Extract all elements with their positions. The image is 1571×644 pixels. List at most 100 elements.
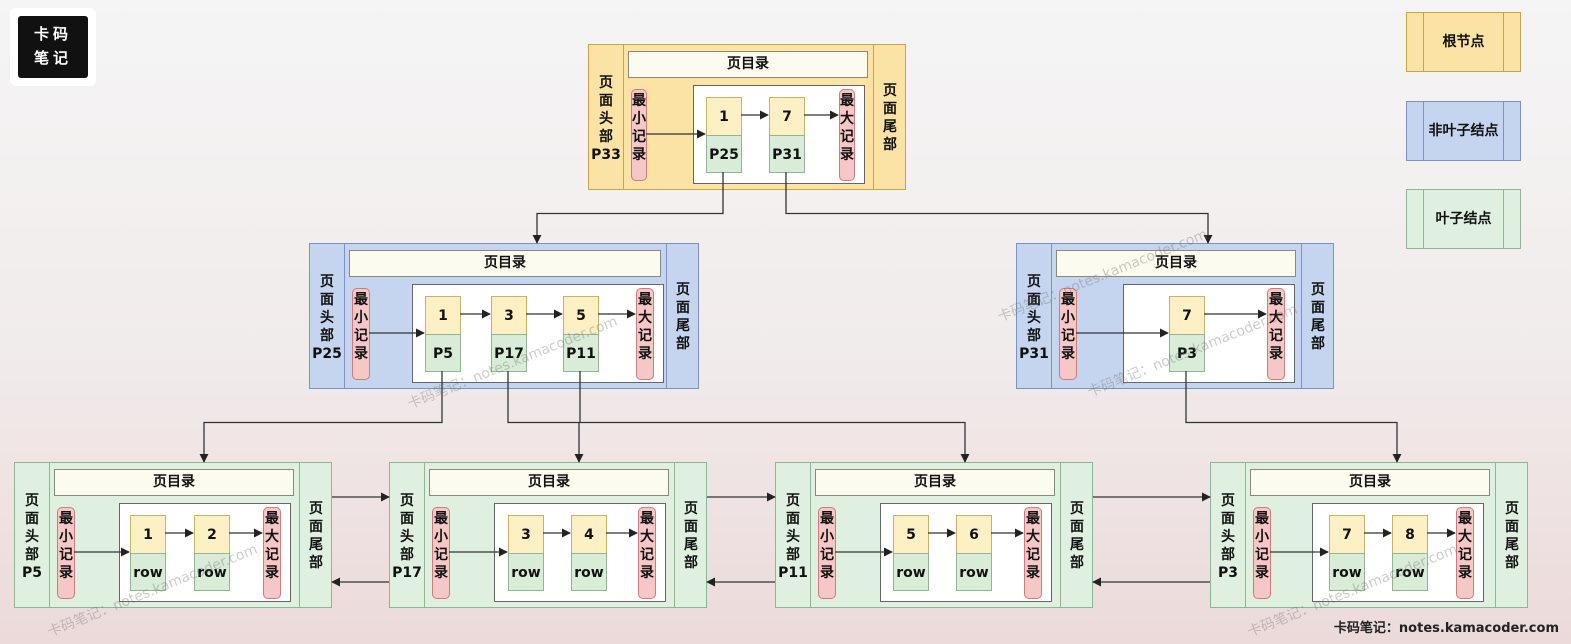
- logo-mark: 卡码 笔记: [18, 16, 88, 78]
- min-record-char: 小: [820, 529, 834, 545]
- page-footer-label-char: 部: [1070, 555, 1084, 571]
- min-record-char: 录: [354, 346, 368, 362]
- page-header-label-char: 头: [599, 111, 613, 127]
- max-record-char: 录: [638, 346, 652, 362]
- logo-line-1: 卡码: [33, 25, 72, 43]
- page-footer-label: 页面尾部: [666, 281, 700, 353]
- page-directory: 页目录: [628, 51, 868, 78]
- page-footer-label-char: 部: [883, 137, 897, 153]
- page-footer-label-char: 页: [309, 501, 323, 517]
- record-key: 1: [130, 515, 166, 553]
- page-header-label-char: 部: [400, 547, 414, 563]
- max-record-char: 记: [1026, 547, 1040, 563]
- min-record-char: 最: [354, 292, 368, 308]
- max-record-char: 记: [638, 328, 652, 344]
- page-footer-label-char: 尾: [684, 537, 698, 553]
- page-footer-label-char: 尾: [309, 537, 323, 553]
- min-record-char: 最: [1255, 511, 1269, 527]
- page-footer-label: 页面尾部: [1495, 500, 1529, 572]
- legend-leaf-label: 叶子结点: [1435, 211, 1492, 227]
- page-footer-label-char: 面: [1505, 519, 1519, 535]
- record-key: 5: [563, 296, 599, 334]
- page-footer-label: 页面尾部: [1301, 281, 1335, 353]
- max-record: 最大记录: [1456, 507, 1474, 599]
- record-key: 7: [1169, 296, 1205, 334]
- page-footer-label-char: 页: [684, 501, 698, 517]
- page-footer-divider: [666, 244, 667, 388]
- max-record-char: 录: [640, 565, 654, 581]
- max-record: 最大记录: [636, 288, 654, 380]
- max-record-char: 大: [1269, 310, 1283, 326]
- min-record: 最小记录: [352, 288, 370, 380]
- page-header-label-char: 部: [1221, 547, 1235, 563]
- record-key: 1: [706, 97, 742, 135]
- max-record: 最大记录: [1024, 507, 1042, 599]
- page-footer-label-char: 面: [684, 519, 698, 535]
- page-footer-divider: [299, 463, 300, 607]
- page-footer-label-char: 尾: [1505, 537, 1519, 553]
- child-page-pointer: P17: [491, 334, 527, 372]
- record-key: 3: [508, 515, 544, 553]
- page-footer-label-char: 面: [1311, 300, 1325, 316]
- max-record-char: 录: [1458, 565, 1472, 581]
- min-record-char: 录: [820, 565, 834, 581]
- page-footer-label-char: 面: [676, 300, 690, 316]
- legend-root-label: 根节点: [1442, 34, 1485, 50]
- min-record-char: 小: [632, 111, 646, 127]
- page-footer-label: 页面尾部: [1060, 500, 1094, 572]
- min-record-char: 小: [1061, 310, 1075, 326]
- page-footer-divider: [674, 463, 675, 607]
- page-header-label-char: 头: [400, 529, 414, 545]
- page-header-divider: [1051, 244, 1052, 388]
- max-record-char: 最: [265, 511, 279, 527]
- max-record-char: 记: [640, 547, 654, 563]
- min-record-char: 小: [59, 529, 73, 545]
- page-header-label-char: 头: [320, 310, 334, 326]
- child-page-pointer: P3: [1169, 334, 1205, 372]
- page-header-label-char: 面: [1221, 511, 1235, 527]
- max-record-char: 录: [1026, 565, 1040, 581]
- page-footer-label-char: 面: [1070, 519, 1084, 535]
- legend-leaf: 叶子结点: [1406, 189, 1521, 249]
- page-footer-label-char: 页: [1311, 282, 1325, 298]
- page-directory: 页目录: [1250, 469, 1490, 496]
- min-record-char: 记: [1255, 547, 1269, 563]
- min-record: 最小记录: [631, 89, 647, 181]
- row-data: row: [194, 553, 230, 591]
- row-data: row: [1329, 553, 1365, 591]
- page-footer-label: 页面尾部: [674, 500, 708, 572]
- page-footer-label-char: 尾: [883, 119, 897, 135]
- min-record-char: 录: [1061, 346, 1075, 362]
- page-footer-label-char: 尾: [1070, 537, 1084, 553]
- page-header-label-char: 头: [786, 529, 800, 545]
- child-page-pointer: P25: [706, 135, 742, 173]
- child-page-pointer: P5: [425, 334, 461, 372]
- max-record: 最大记录: [1267, 288, 1285, 380]
- min-record: 最小记录: [57, 507, 75, 599]
- page-header-label-char: 页: [25, 493, 39, 509]
- record-key: 4: [571, 515, 607, 553]
- page-header-divider: [810, 463, 811, 607]
- min-record: 最小记录: [432, 507, 450, 599]
- page-footer-label: 页面尾部: [299, 500, 333, 572]
- page-header-divider: [424, 463, 425, 607]
- page-header-divider: [1245, 463, 1246, 607]
- min-record: 最小记录: [1253, 507, 1271, 599]
- max-record-char: 最: [640, 511, 654, 527]
- page-header-label-char: 页: [599, 75, 613, 91]
- min-record-char: 小: [1255, 529, 1269, 545]
- page-header-label-char: 页: [1221, 493, 1235, 509]
- page-header-label-char: 头: [1027, 310, 1041, 326]
- min-record-char: 最: [59, 511, 73, 527]
- record-key: 1: [425, 296, 461, 334]
- page-directory: 页目录: [54, 469, 294, 496]
- min-record: 最小记录: [1059, 288, 1077, 380]
